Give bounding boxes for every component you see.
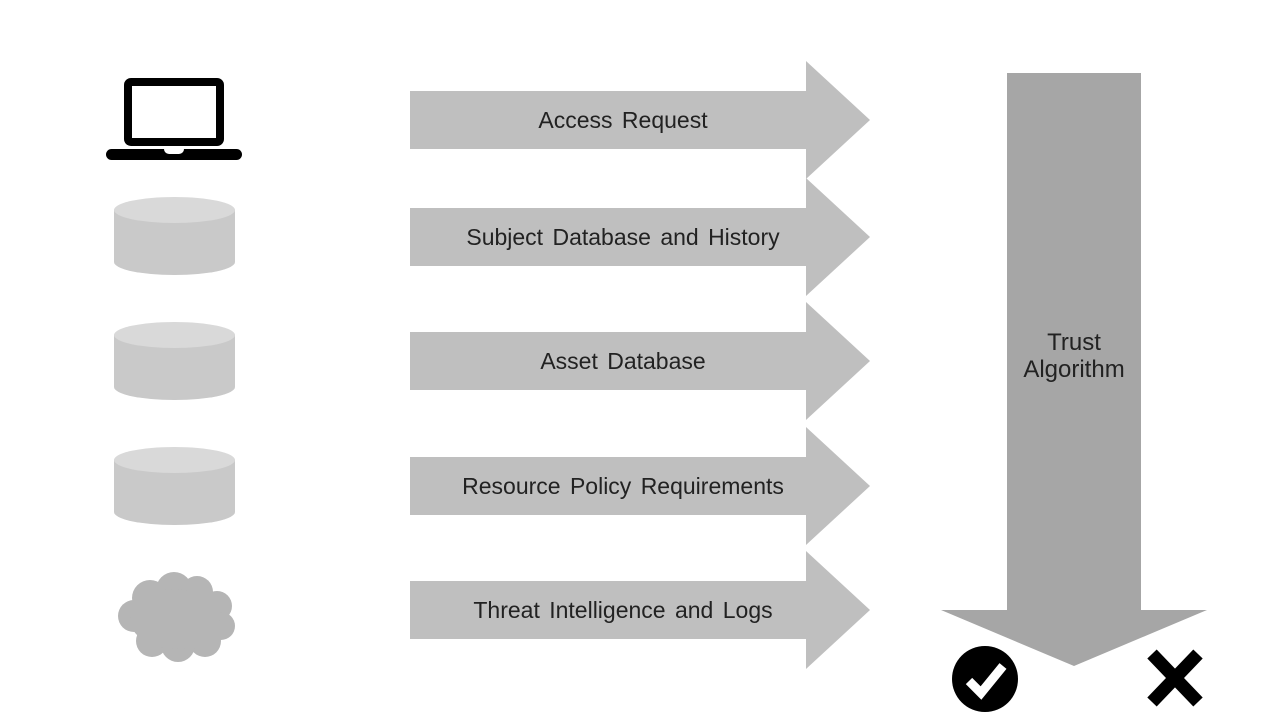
checkmark-circle-icon [952, 646, 1018, 712]
laptop-screen [124, 78, 224, 146]
arrow-asset-database: Asset Database [410, 302, 870, 420]
arrow-label: Subject Database and History [466, 223, 780, 250]
arrow-subject-database: Subject Database and History [410, 178, 870, 296]
arrow-threat-intelligence: Threat Intelligence and Logs [410, 551, 870, 669]
x-mark-icon [1147, 649, 1203, 707]
arrow-access-request: Access Request [410, 61, 870, 179]
arrowhead-right-icon [806, 178, 870, 296]
arrow-label: Asset Database [540, 347, 706, 374]
trust-algorithm-arrow [1007, 73, 1141, 610]
cloud-icon [118, 572, 235, 662]
database-icon [114, 447, 235, 525]
trust-algorithm-label: Trust Algorithm [1023, 329, 1125, 383]
laptop-base [106, 149, 242, 160]
arrow-label: Access Request [538, 106, 708, 133]
arrow-label: Resource Policy Requirements [462, 472, 784, 499]
database-icon [114, 197, 235, 275]
arrow-resource-policy: Resource Policy Requirements [410, 427, 870, 545]
laptop-icon [106, 78, 242, 160]
arrow-label: Threat Intelligence and Logs [473, 596, 773, 623]
arrowhead-right-icon [806, 302, 870, 420]
laptop-notch [164, 149, 184, 154]
database-icon [114, 322, 235, 400]
arrowhead-right-icon [806, 61, 870, 179]
arrowhead-right-icon [806, 427, 870, 545]
arrowhead-right-icon [806, 551, 870, 669]
